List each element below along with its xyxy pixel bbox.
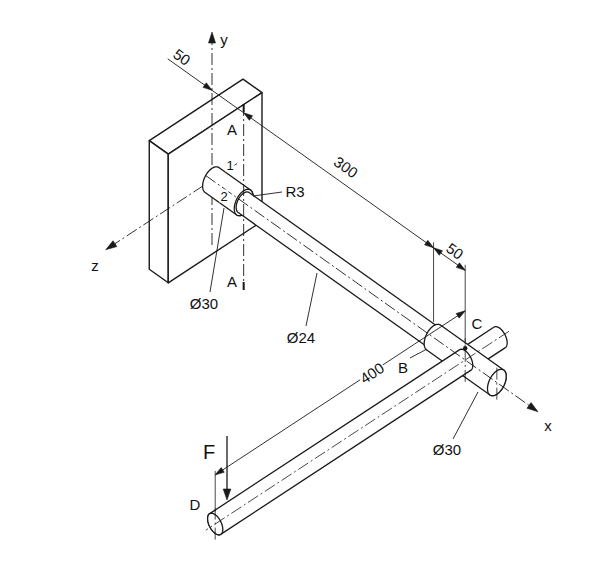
point-label: C [471,316,484,331]
center-line [215,508,216,539]
dimension-arrow [425,240,434,247]
section-mark [243,282,245,290]
force-line [226,436,227,492]
axis-arrow [106,241,117,250]
dimension-label: Ø30 [189,296,219,311]
leader-line [453,392,478,439]
point-marker [463,346,467,350]
wall-side-face [149,141,168,283]
force-label: F [202,442,216,462]
center-line [496,365,497,399]
dimension-arrow [434,248,443,255]
center-line [465,338,466,382]
leader-line [306,273,317,326]
axis-label: z [90,258,100,273]
point-label: D [189,497,202,512]
leader-line [210,208,224,292]
x-axis [206,176,532,408]
dimension-line [168,59,244,113]
axis-label: x [543,418,553,433]
dimension-line [215,311,465,475]
axis-arrow [209,32,216,43]
dimension-arrow [203,83,212,90]
dimension-label: 50 [170,45,194,68]
dimension-label: Ø24 [286,330,316,345]
section-label: A [226,274,238,289]
dimension-label: 50 [443,239,467,262]
leader-line [410,349,427,358]
center-line [206,331,509,530]
dimension-arrow [215,468,224,475]
axis-arrow [527,403,538,412]
point-label: B [397,360,409,375]
dimension-arrow [456,311,465,318]
leader-line [253,192,282,196]
point-label: 1 [225,159,234,172]
dimension-line [244,113,434,248]
axis-label: y [219,32,229,47]
extension-line [215,471,216,512]
section-line [243,104,244,290]
dimension-label: 400 [357,359,388,386]
dimension-label: 300 [331,153,362,181]
section-label: A [226,122,238,137]
y-axis [212,42,213,245]
dimension-label: R3 [284,184,305,199]
section-mark [243,104,245,112]
wall-front-face [168,93,262,283]
dimension-label: Ø30 [432,442,462,457]
force-arrow [223,489,231,500]
dimension-arrow [456,263,465,270]
point-label: 2 [219,190,228,203]
extension-line [433,242,434,322]
extension-line [465,265,466,345]
